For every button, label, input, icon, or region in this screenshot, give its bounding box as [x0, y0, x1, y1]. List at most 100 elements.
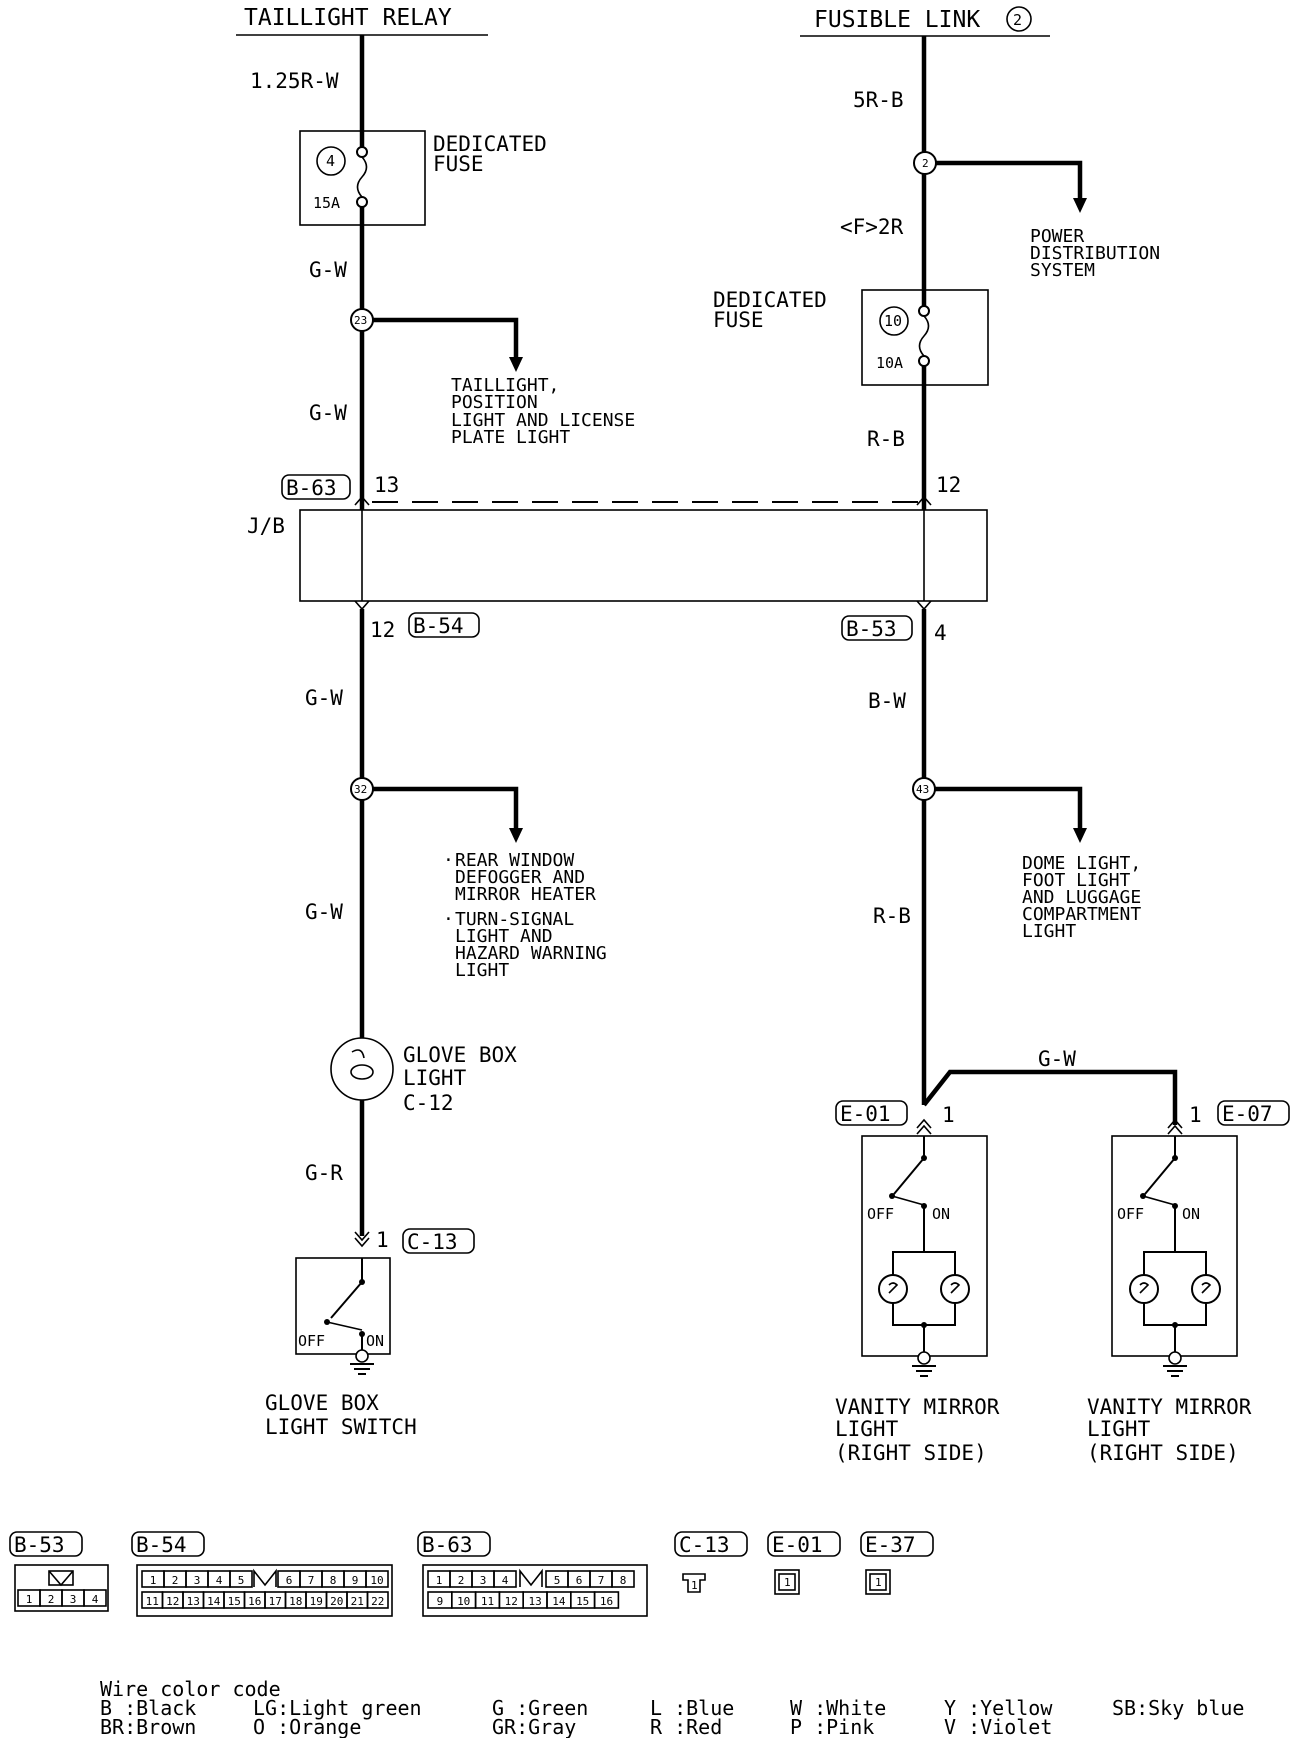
svg-text:POSITION: POSITION: [451, 392, 538, 413]
connector-pin-cell: [83, 1589, 107, 1607]
svg-text:POWER: POWER: [1030, 226, 1084, 247]
connector-pin-number: 5: [238, 1574, 245, 1587]
splice-43: 43: [912, 777, 1087, 843]
connector-pin-number: 16: [600, 1595, 613, 1608]
fuse-left-label-2: FUSE: [433, 152, 484, 176]
svg-text:TURN-SIGNAL: TURN-SIGNAL: [455, 909, 574, 930]
conn-tag-b53: [841, 615, 913, 641]
svg-text:B-63: B-63: [422, 1533, 473, 1557]
splice-2-label: 2: [922, 157, 929, 170]
connector-pin-number: 2: [48, 1593, 55, 1606]
svg-text:Y :Yellow: Y :Yellow: [944, 1696, 1053, 1720]
wire-label-125rw: 1.25R-W: [250, 69, 339, 93]
glove-switch-on: ON: [366, 1332, 384, 1350]
conn-tag-b54: [408, 612, 480, 638]
svg-text:DOME LIGHT,: DOME LIGHT,: [1022, 853, 1141, 874]
svg-text:O :Orange: O :Orange: [253, 1715, 361, 1738]
jb-right-top-terminal: [916, 495, 932, 506]
branch-wire-dome: [935, 786, 1083, 830]
wire-label-gw-4: G-W: [305, 900, 343, 924]
branch-dome-text: DOME LIGHT, FOOT LIGHT AND LUGGAGE COMPA…: [1022, 853, 1141, 942]
svg-text:LIGHT: LIGHT: [455, 960, 509, 981]
splice-2: 2: [913, 151, 1087, 213]
branch-power-text: POWER DISTRIBUTION SYSTEM: [1030, 226, 1160, 281]
svg-text:V :Violet: V :Violet: [944, 1715, 1052, 1738]
connector-pin-number: 9: [352, 1574, 359, 1587]
svg-text:SB:Sky blue: SB:Sky blue: [1112, 1696, 1244, 1720]
svg-text:LIGHT: LIGHT: [1087, 1417, 1151, 1441]
glove-box-bulb-icon: [330, 1037, 394, 1101]
connector-pin-number: 2: [172, 1574, 179, 1587]
connector-pin-number: 15: [228, 1595, 241, 1608]
connector-pin-number: 13: [187, 1595, 200, 1608]
svg-text:LIGHT: LIGHT: [403, 1066, 467, 1090]
connector-pin-number: 11: [146, 1595, 159, 1608]
connector-pin-number: 4: [92, 1593, 99, 1606]
connector-pin-number: 22: [371, 1595, 384, 1608]
svg-text:SYSTEM: SYSTEM: [1030, 260, 1095, 281]
svg-text:LIGHT: LIGHT: [835, 1417, 899, 1441]
vanity-mirror-light-left: OFF ON VANITY MIRROR LIGHT (RIGHT SIDE): [835, 1135, 1000, 1465]
fusible-link-number-circle: [1006, 6, 1032, 32]
glove-box-light-switch: OFF ON GLOVE BOX LIGHT SWITCH: [265, 1257, 417, 1439]
branch-wire-defogger: [373, 786, 519, 830]
svg-text:BR:Brown: BR:Brown: [100, 1715, 196, 1738]
branch-arrow-dome: [1073, 828, 1087, 843]
connector-face-c13: C-13 1: [674, 1531, 748, 1593]
fuse-right-element-icon: [918, 315, 930, 357]
e01-pin: 1: [942, 1103, 955, 1127]
svg-text:GLOVE BOX: GLOVE BOX: [265, 1391, 379, 1415]
svg-text:GR:Gray: GR:Gray: [492, 1715, 576, 1738]
wire-label-f2r: <F>2R: [840, 215, 904, 239]
connector-pin-number: 16: [248, 1595, 261, 1608]
svg-text:ON: ON: [932, 1205, 950, 1223]
wire-label-gw-1: G-W: [309, 258, 347, 282]
connector-pin-cell: [593, 1591, 620, 1609]
fuse-right-terminal-top: [918, 305, 930, 317]
connector-pin-number: 6: [286, 1574, 293, 1587]
conn-tag-c13: [402, 1228, 475, 1254]
branch-defogger-text: · REAR WINDOW DEFOGGER AND MIRROR HEATER…: [443, 850, 607, 981]
connector-pin-number: 14: [207, 1595, 221, 1608]
fuse-left-terminal-top: [356, 146, 368, 158]
svg-text:REAR WINDOW: REAR WINDOW: [455, 850, 574, 871]
splice-43-label: 43: [916, 783, 929, 796]
jb-b54-pin: 12: [370, 618, 395, 642]
fuse-left-terminal-bottom: [356, 196, 368, 208]
fuse-left-label-1: DEDICATED: [433, 132, 547, 156]
connector-face-e01: E-01 1: [767, 1531, 841, 1595]
connector-pin-number: 2: [458, 1574, 465, 1587]
svg-text:B-53: B-53: [14, 1533, 65, 1557]
jb-b53-pin: 4: [934, 621, 947, 645]
svg-text:B-54: B-54: [136, 1533, 187, 1557]
conn-tag-b54-label: B-54: [413, 614, 464, 638]
branch-arrow-taillight: [509, 357, 523, 372]
connector-c13-shape-icon: [682, 1573, 706, 1593]
svg-text:DISTRIBUTION: DISTRIBUTION: [1030, 243, 1160, 264]
wire-label-rb-1: R-B: [867, 427, 905, 451]
svg-text:LIGHT AND LICENSE: LIGHT AND LICENSE: [451, 410, 635, 431]
svg-text:C-13: C-13: [679, 1533, 730, 1557]
svg-text:(RIGHT SIDE): (RIGHT SIDE): [835, 1441, 987, 1465]
fuse-right-number-circle: [879, 306, 909, 336]
fuse-right-terminal-bottom: [918, 355, 930, 367]
connector-key-icon: [48, 1570, 74, 1586]
connector-key-icon: [519, 1568, 543, 1587]
jb-label: J/B: [247, 514, 285, 538]
e07-pin: 1: [1189, 1103, 1202, 1127]
vanity-left-switch-lever: [893, 1157, 925, 1195]
fuse-left-number-circle: [316, 146, 346, 176]
fuse-right-number: 10: [884, 312, 902, 330]
connector-pin-number: 19: [310, 1595, 323, 1608]
fuse-right-amp: 10A: [876, 354, 903, 372]
branch-arrow-defogger: [509, 828, 523, 843]
junction-block: J/B B-63 13 12 12 B-54 B-53 4: [247, 473, 988, 645]
taillight-relay-label: TAILLIGHT RELAY: [244, 5, 452, 31]
jb-box: [299, 509, 988, 602]
connector-pin-number: 10: [457, 1595, 470, 1608]
connector-pin-number: 18: [289, 1595, 302, 1608]
